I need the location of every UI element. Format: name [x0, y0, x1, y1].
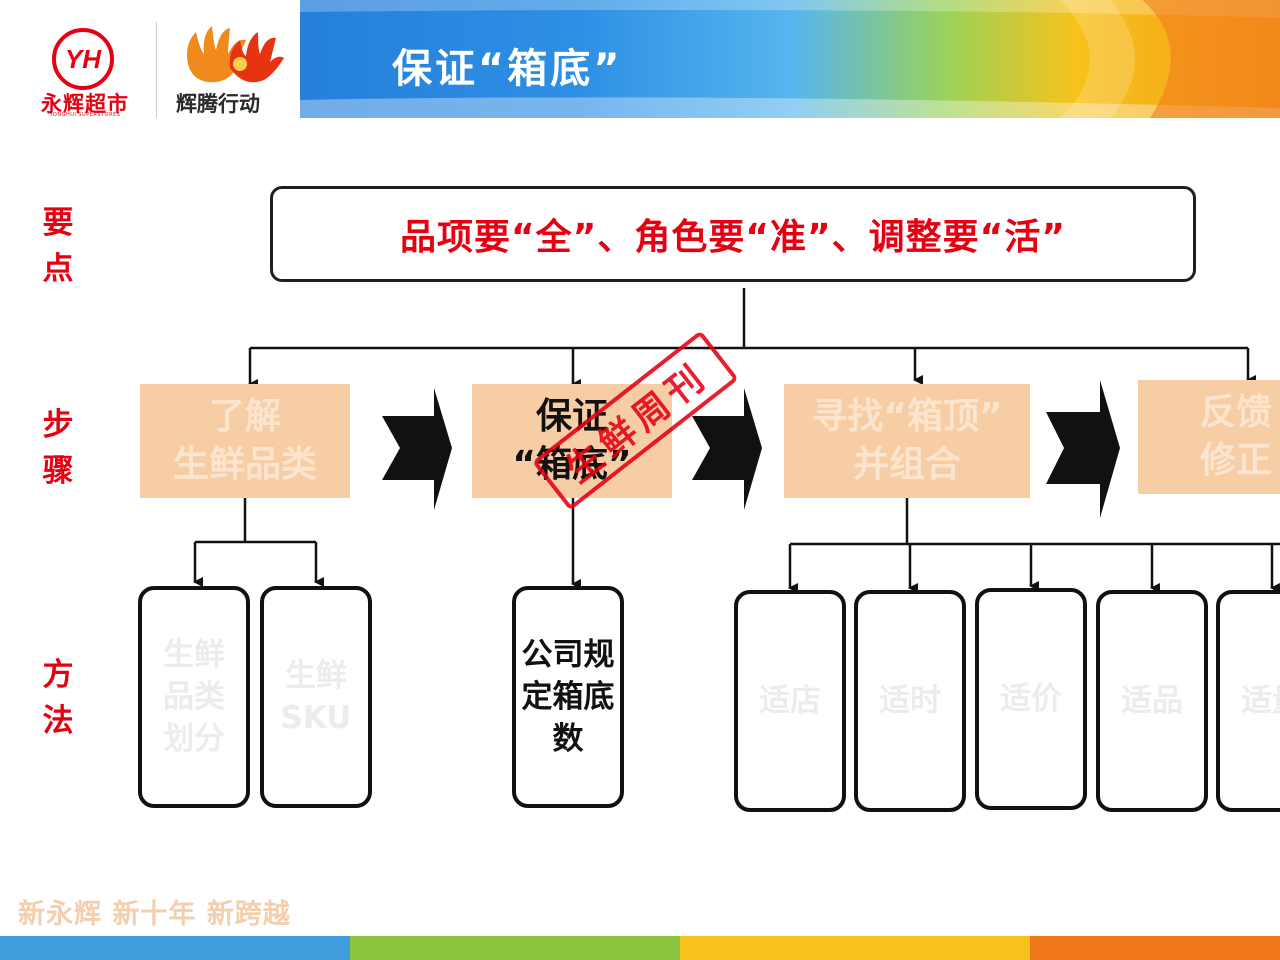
method-text-line: 适价: [1000, 681, 1062, 717]
key-point-text: 品项要“全”、角色要“准”、调整要“活”: [400, 217, 1066, 258]
step-text-line: 了解: [208, 396, 281, 437]
method-box-fit-quantity-clip: 适量: [1216, 590, 1280, 812]
step-box-guarantee-bottom: 保证 “箱底”: [472, 384, 672, 498]
method-text-line: 适品: [1121, 683, 1183, 719]
method-box-fit-price: 适价: [975, 588, 1087, 810]
step-arrow-icon: [1046, 380, 1120, 518]
label-steps: 步骤: [42, 407, 74, 489]
hand-logo-icon: [187, 26, 284, 83]
yonghui-logo-icon: YH: [52, 28, 114, 90]
step-arrow-icon: [692, 388, 762, 510]
method-box-category-division: 生鲜 品类 划分: [138, 586, 250, 808]
method-box-fit-product: 适品: [1096, 590, 1208, 812]
method-text-line: 数: [552, 721, 584, 757]
step-box-feedback: 反馈 修正: [1138, 380, 1280, 494]
step-text-line: 生鲜品类: [172, 444, 317, 485]
step-box-find-top: 寻找“箱顶” 并组合: [784, 384, 1030, 498]
label-methods: 方法: [42, 657, 74, 739]
method-text-line: 定箱底: [521, 679, 615, 715]
logo-area: YH 永辉超市 YONGHUI SUPERSTORES 辉腾行动: [0, 0, 300, 118]
slide-title: 保证“箱底”: [392, 46, 623, 92]
step-arrow-icon: [382, 388, 452, 510]
method-box-company-bottom-count: 公司规 定箱底 数: [512, 586, 624, 808]
key-point-box: 品项要“全”、角色要“准”、调整要“活”: [270, 186, 1196, 282]
method-box-fit-quantity: 适量: [1216, 590, 1280, 812]
campaign-name: 辉腾行动: [176, 92, 260, 116]
method-text-line: 划分: [163, 721, 225, 757]
method-box-sku: 生鲜 SKU: [260, 586, 372, 808]
method-text-line: 适店: [759, 683, 821, 719]
step-text-line: 反馈: [1200, 392, 1273, 433]
method-text-line: 生鲜: [284, 658, 347, 694]
brand-name-english: YONGHUI SUPERSTORES: [49, 112, 121, 118]
logo-divider: [156, 22, 157, 118]
method-text-line: 公司规: [521, 637, 615, 673]
header-banner: YH 永辉超市 YONGHUI SUPERSTORES 辉腾行动 保证“箱底”: [0, 0, 1280, 118]
method-text-line: 品类: [163, 679, 225, 715]
method-text-line: 适时: [879, 683, 941, 719]
brand-name: 永辉超市: [41, 92, 129, 116]
label-key-points: 要点: [42, 205, 74, 287]
method-box-fit-store: 适店: [734, 590, 846, 812]
method-text-line: 适量: [1241, 683, 1280, 719]
footer-slogan: 新永辉 新十年 新跨越: [18, 899, 291, 930]
step-text-line: “箱底”: [512, 444, 632, 485]
footer-color-bar: [0, 936, 1280, 960]
step-text-line: 保证: [535, 396, 608, 437]
step-text-line: 寻找“箱顶”: [811, 396, 1003, 437]
step-text-line: 修正: [1200, 440, 1273, 481]
method-text-line: SKU: [280, 700, 352, 736]
step-box-understand: 了解 生鲜品类: [140, 384, 350, 498]
method-box-fit-time: 适时: [854, 590, 966, 812]
method-text-line: 生鲜: [163, 637, 225, 673]
step-text-line: 并组合: [852, 444, 961, 485]
